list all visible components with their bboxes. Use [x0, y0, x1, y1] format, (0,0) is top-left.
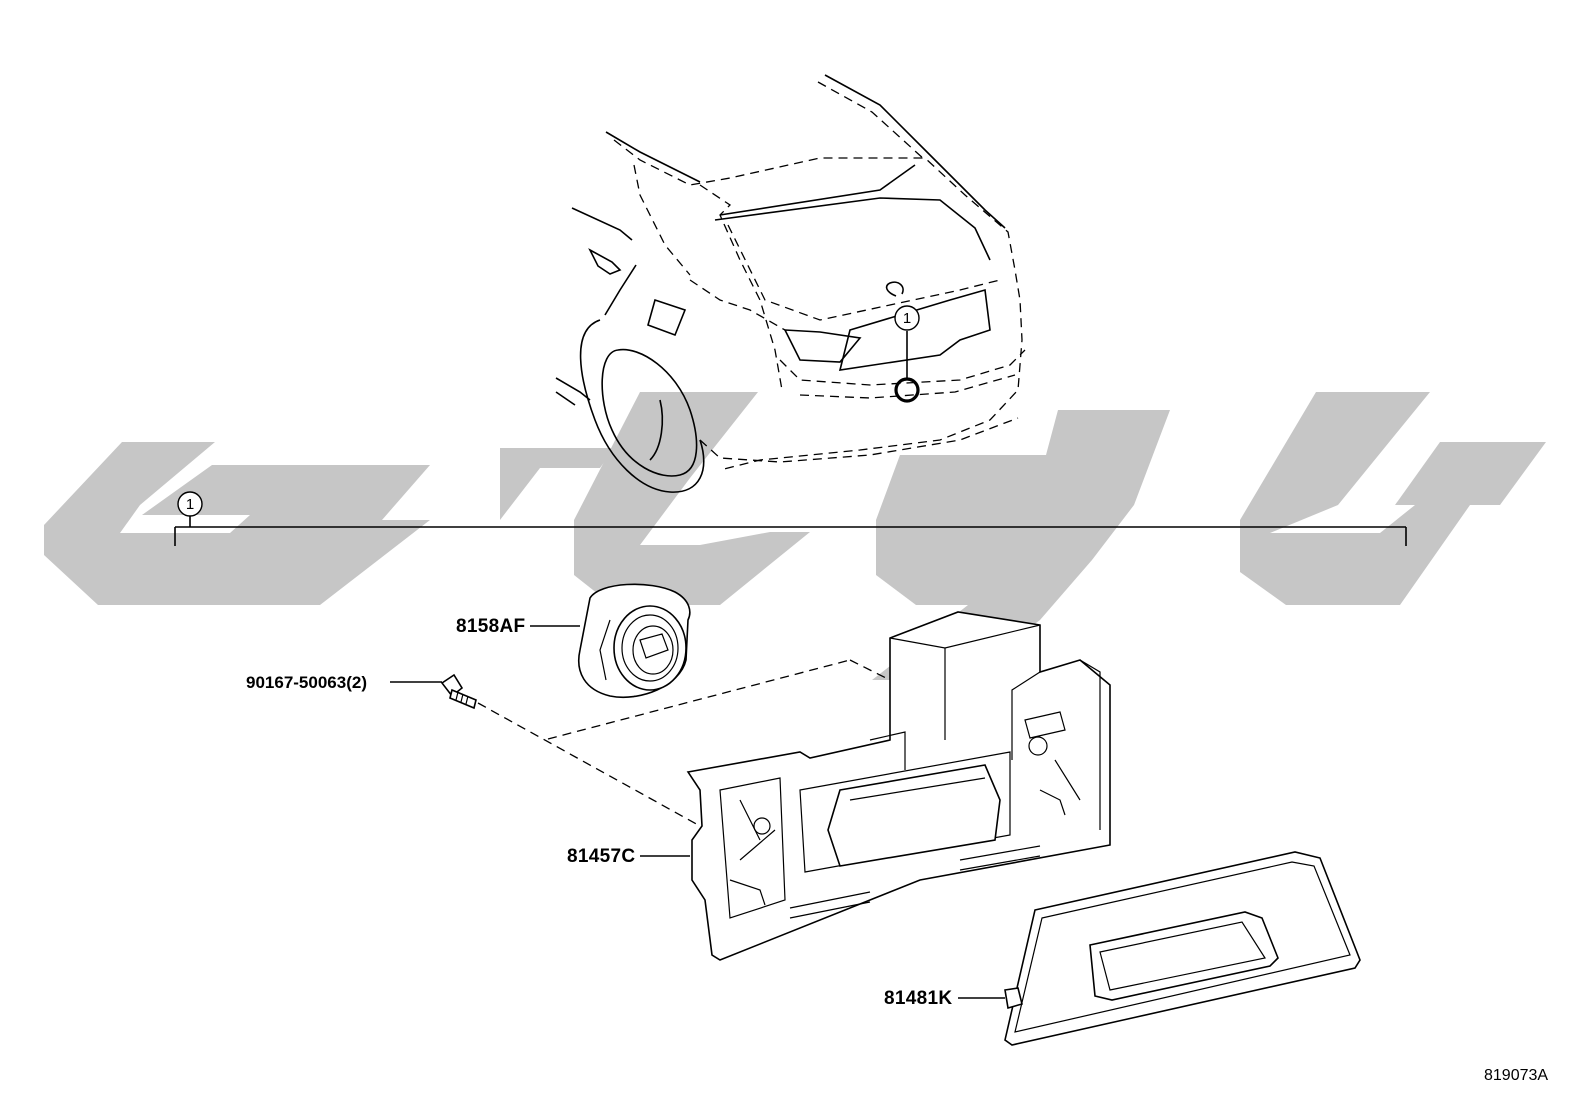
- assembly-ref-badge: [177, 491, 203, 517]
- assembly-ref-badge-vehicle: [894, 305, 920, 331]
- diagram-id: 819073A: [1484, 1067, 1548, 1084]
- cover-part: [1004, 851, 1361, 1046]
- housing-part: [686, 611, 1111, 961]
- callout-screw-label: 90167-50063(2): [246, 673, 367, 692]
- callout-lock-cylinder-label: 8158AF: [456, 616, 525, 637]
- callout-housing: 81457C: [567, 846, 690, 867]
- assembly-bracket: 1: [174, 491, 1407, 546]
- callout-cover: 81481K: [884, 988, 1005, 1009]
- assembly-ref-number-vehicle: 1: [903, 310, 911, 327]
- callout-screw: 90167-50063(2): [246, 673, 442, 692]
- callout-housing-label: 81457C: [567, 846, 635, 867]
- vehicle-rear-illustration: 1: [555, 74, 1026, 493]
- assembly-ref-number: 1: [186, 496, 194, 513]
- callout-lock-cylinder: 8158AF: [456, 616, 580, 637]
- callout-cover-label: 81481K: [884, 988, 952, 1009]
- watermark-logo: [44, 392, 1546, 680]
- lock-cylinder-part: [578, 583, 691, 698]
